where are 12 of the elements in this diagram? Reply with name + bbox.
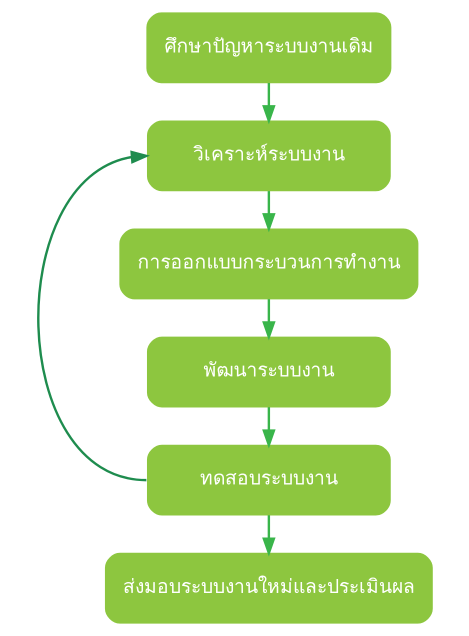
arrow — [262, 515, 276, 557]
arrow — [262, 407, 276, 449]
node-box: วิเคราะห์ระบบงาน — [146, 120, 390, 192]
node-box: ทดสอบระบบงาน — [146, 444, 390, 516]
arrow — [262, 299, 276, 341]
node-box: พัฒนาระบบงาน — [146, 336, 390, 408]
arrow — [262, 83, 276, 124]
node-box: การออกแบบกระบวนการทำงาน — [118, 228, 418, 300]
arrow — [36, 150, 150, 482]
node-box: ศึกษาปัญหาระบบงานเดิม — [146, 12, 391, 84]
node-box: ส่งมอบระบบงานใหม่และประเมินผล — [104, 552, 432, 624]
arrow — [262, 191, 276, 232]
